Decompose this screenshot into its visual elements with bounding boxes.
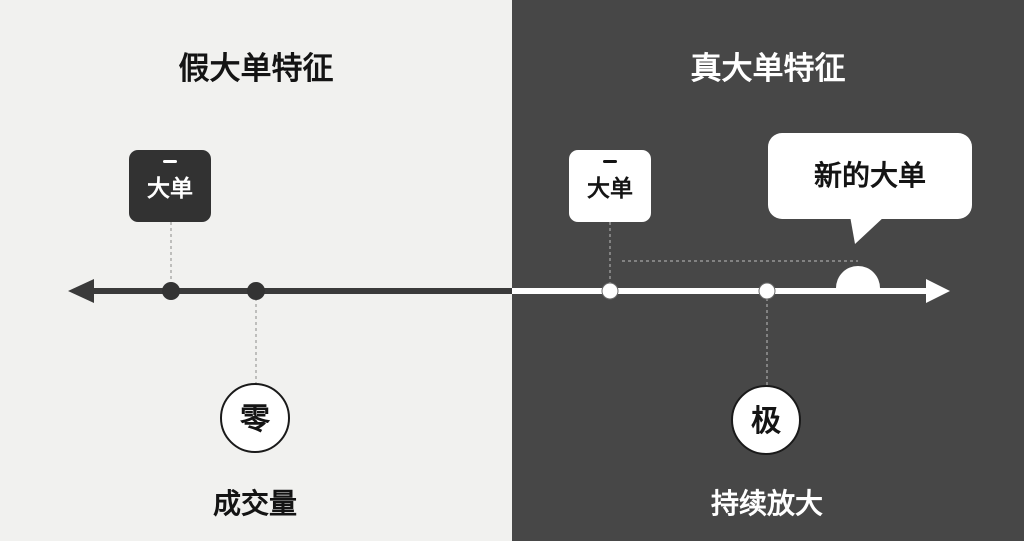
real-big-order-tag: 大单	[569, 150, 651, 222]
zero-circle: 零	[220, 383, 290, 453]
volume-caption: 成交量	[212, 487, 297, 520]
timeline-dot-left-1	[162, 282, 180, 300]
right-arrowhead-icon	[926, 279, 950, 303]
fake-big-order-tag: 大单	[129, 150, 211, 222]
timeline-dot-right-2	[758, 282, 776, 300]
sustained-growth-caption: 持续放大	[710, 487, 823, 520]
timeline-dot-left-2	[247, 282, 265, 300]
real-order-title: 真大单特征	[690, 51, 846, 87]
fake-big-order-label: 大单	[147, 176, 193, 202]
rising-order-marker	[836, 266, 880, 288]
tag-bar-icon	[603, 160, 617, 163]
real-big-order-label: 大单	[587, 176, 633, 202]
bubble-tail	[850, 216, 885, 244]
left-arrowhead-icon	[68, 279, 94, 303]
fake-order-title: 假大单特征	[178, 51, 334, 87]
new-big-order-bubble: 新的大单	[768, 133, 972, 219]
timeline-dot-right-1	[601, 282, 619, 300]
tag-bar-icon	[163, 160, 177, 163]
extreme-circle: 极	[731, 385, 801, 455]
